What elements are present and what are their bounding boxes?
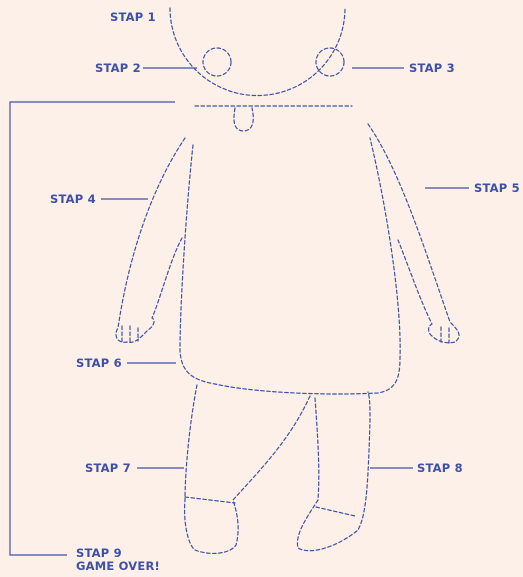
- step-6-label: STAP 6: [76, 356, 122, 370]
- step-5-label: STAP 5: [474, 181, 520, 195]
- leader-stap-9: [9, 101, 175, 556]
- head-outline: [169, 7, 346, 97]
- left-shoe-line: [184, 496, 236, 504]
- game-over-text: GAME OVER!: [76, 559, 160, 573]
- step-9-title: STAP 9: [76, 546, 122, 560]
- torso-outline: [179, 137, 401, 395]
- left-arm-outline: [115, 137, 186, 343]
- right-eye: [315, 47, 345, 77]
- step-2-label: STAP 2: [95, 61, 141, 75]
- right-hand-fingers: [440, 326, 450, 344]
- step-3-label: STAP 3: [409, 61, 455, 75]
- tongue: [233, 107, 254, 132]
- left-leg-outline: [183, 384, 311, 555]
- step-9-label: STAP 9 GAME OVER!: [76, 547, 160, 573]
- step-7-label: STAP 7: [85, 461, 131, 475]
- step-1-label: STAP 1: [110, 10, 156, 24]
- left-hand-fingers: [121, 325, 139, 344]
- left-eye: [202, 47, 232, 77]
- step-8-label: STAP 8: [417, 461, 463, 475]
- right-leg-outline: [296, 391, 371, 552]
- step-4-label: STAP 4: [50, 192, 96, 206]
- right-arm-outline: [367, 123, 460, 344]
- right-shoe-line: [315, 506, 356, 517]
